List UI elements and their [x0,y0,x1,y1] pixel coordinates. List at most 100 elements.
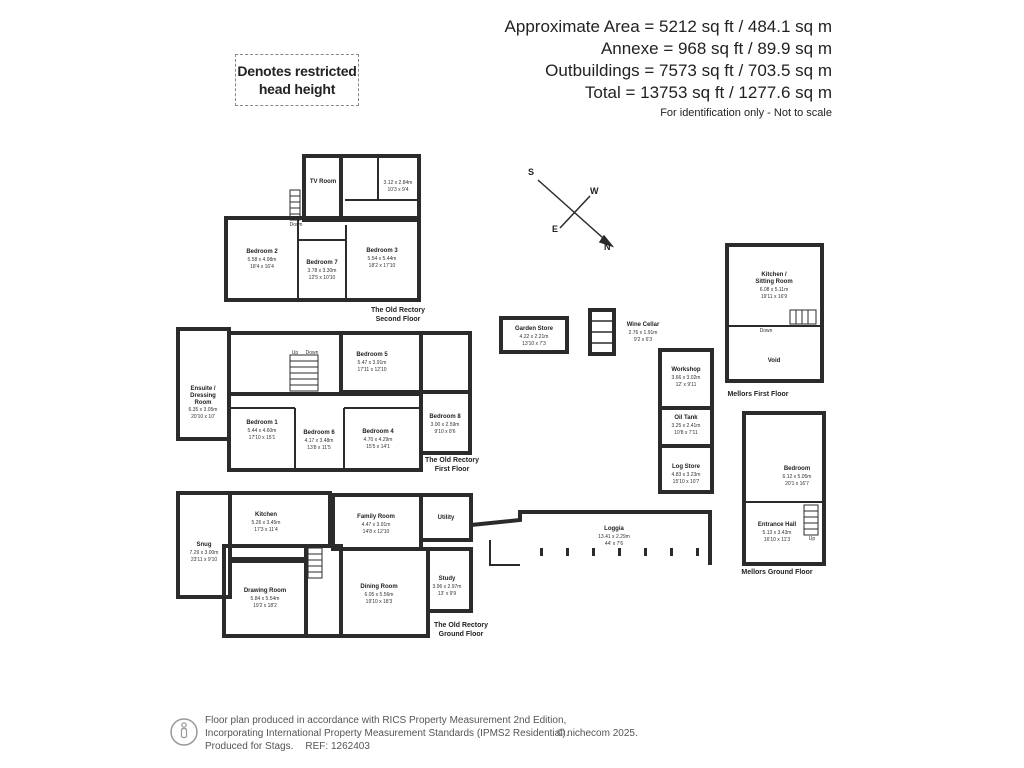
garden-store-dim1: 4.22 x 2.21m [520,334,549,340]
log-store-dim2: 15'10 x 10'7 [673,479,700,485]
void-name: Void [768,358,781,364]
family-room-name: Family Room [357,514,395,520]
workshop-name: Workshop [671,367,701,373]
mellors-bedroom-name: Bedroom [784,466,810,472]
ensuite-name3: Room [195,400,212,406]
mellors-first-outline [725,243,824,383]
sf-down-label: Down [290,222,303,228]
area-annexe: Annexe = 968 sq ft / 89.9 sq m [600,39,832,58]
compass-e: E [552,224,558,234]
second-floor-plan [224,154,421,302]
wine-cellar-dim2: 9'2 x 6'3 [634,337,653,343]
ensuite-dim1: 6.35 x 3.05m [189,407,218,413]
snug-dim2: 23'11 x 9'10 [191,557,218,563]
mellors-kitchen-dim2: 19'11 x 16'9 [761,294,788,300]
legend-line1: Denotes restricted [237,63,357,79]
oil-tank-dim2: 10'8 x 7'11 [674,430,698,436]
dining-room-dim1: 6.05 x 5.56m [365,592,394,598]
footer-line1: Floor plan produced in accordance with R… [205,715,567,726]
bedroom5-name: Bedroom 5 [356,352,388,358]
sf-main-outline [224,216,421,302]
footer: Floor plan produced in accordance with R… [205,714,638,753]
first-floor-label1: The Old Rectory [425,457,479,464]
study-dim2: 13' x 9'9 [438,591,457,597]
mellors-kitchen-name2: Sitting Room [755,279,792,285]
drawing-room-name: Drawing Room [244,588,286,594]
sf-room-dim2: 10'3 x 9'4 [387,187,408,193]
ff-up-label: Up [292,350,299,356]
entrance-hall-name: Entrance Hall [758,522,797,528]
loggia-outline [470,510,712,565]
bedroom1-name: Bedroom 1 [246,420,278,426]
garden-store-dim2: 13'10 x 7'3 [522,341,546,347]
loggia-dim1: 13.41 x 2.29m [598,534,630,540]
area-outbuildings: Outbuildings = 7573 sq ft / 703.5 sq m [545,61,832,80]
family-room-dim1: 4.47 x 3.91m [362,522,391,528]
bedroom3-dim2: 18'2 x 17'10 [369,263,396,269]
bedroom4-dim2: 15'5 x 14'1 [366,444,390,450]
gf-utility-outline [419,493,473,542]
garden-store-name: Garden Store [515,326,554,332]
garden-store-outline [499,316,569,354]
bedroom2-dim1: 5.58 x 4.98m [248,257,277,263]
footer-line3: Produced for Stags. REF: 1262403 [205,740,569,753]
ensuite-dim2: 20'10 x 10' [191,414,215,420]
log-store-outline [658,444,714,494]
bedroom6-dim2: 13'8 x 11'5 [307,445,331,451]
area-main: Approximate Area = 5212 sq ft / 484.1 sq… [504,17,832,36]
footer-ref: REF: 1262403 [305,741,370,752]
snug-dim1: 7.29 x 3.00m [190,550,219,556]
bedroom1-dim1: 5.44 x 4.60m [248,428,277,434]
bedroom5-dim2: 17'11 x 12'10 [357,367,386,373]
bedroom4-name: Bedroom 4 [362,429,394,435]
ff-ensuite-outline [176,327,231,441]
mellors-bedroom-dim2: 20'1 x 16'7 [785,481,809,487]
ff-bath-outline [419,331,472,394]
ensuite-name2: Dressing [190,393,216,399]
ground-floor-plan [176,491,473,638]
bedroom7-dim2: 12'5 x 10'10 [309,275,336,281]
loggia-plan [470,510,712,566]
dining-room-dim2: 19'10 x 18'3 [366,599,393,605]
footer-produced-for: Produced for Stags. [205,741,294,752]
snug-name: Snug [197,542,212,548]
area-total: Total = 13753 sq ft / 1277.6 sq m [584,83,832,102]
mellors-up-label: Up [809,536,816,542]
first-floor-label2: First Floor [435,466,470,473]
loggia-name: Loggia [604,526,624,532]
bedroom5-dim1: 5.47 x 3.91m [358,360,387,366]
footer-line2: Incorporating International Property Mea… [205,728,569,739]
loggia-pillars [540,548,699,556]
drawing-room-dim2: 19'2 x 18'2 [253,603,277,609]
ff-down-label: Down [306,350,319,356]
first-floor-plan [176,327,472,472]
person-icon [170,718,198,746]
study-dim1: 3.96 x 2.97m [433,584,462,590]
compass-w: W [590,186,599,196]
workshop-dim2: 12' x 9'11 [676,382,697,388]
kitchen-dim2: 17'3 x 11'4 [254,527,278,533]
second-floor-label1: The Old Rectory [371,307,425,314]
footer-brand: © nichecom 2025. [557,728,638,739]
mellors-bedroom-dim1: 6.12 x 5.05m [783,474,812,480]
bedroom3-name: Bedroom 3 [366,248,398,254]
bedroom7-name: Bedroom 7 [306,260,338,266]
legend-line2: head height [258,81,336,97]
bedroom3-dim1: 5.54 x 5.44m [368,256,397,262]
drawing-room-dim1: 5.84 x 5.54m [251,596,280,602]
bedroom2-name: Bedroom 2 [246,249,278,255]
gf-study-outline [426,547,473,613]
utility-name: Utility [438,515,455,521]
log-store-dim1: 4.83 x 3.23m [672,472,701,478]
workshop-dim1: 3.66 x 3.02m [672,375,701,381]
entrance-hall-dim1: 5.13 x 3.43m [763,530,792,536]
ensuite-name1: Ensuite / [190,386,215,392]
oil-tank-name: Oil Tank [674,415,698,421]
entrance-hall-dim2: 16'10 x 11'3 [764,537,791,543]
scale-note: For identification only - Not to scale [660,107,832,119]
compass-s: S [528,167,534,177]
log-store-name: Log Store [672,464,701,470]
mellors-kitchen-name1: Kitchen / [761,272,787,278]
wine-cellar-name: Wine Cellar [627,322,660,328]
kitchen-name: Kitchen [255,512,277,518]
